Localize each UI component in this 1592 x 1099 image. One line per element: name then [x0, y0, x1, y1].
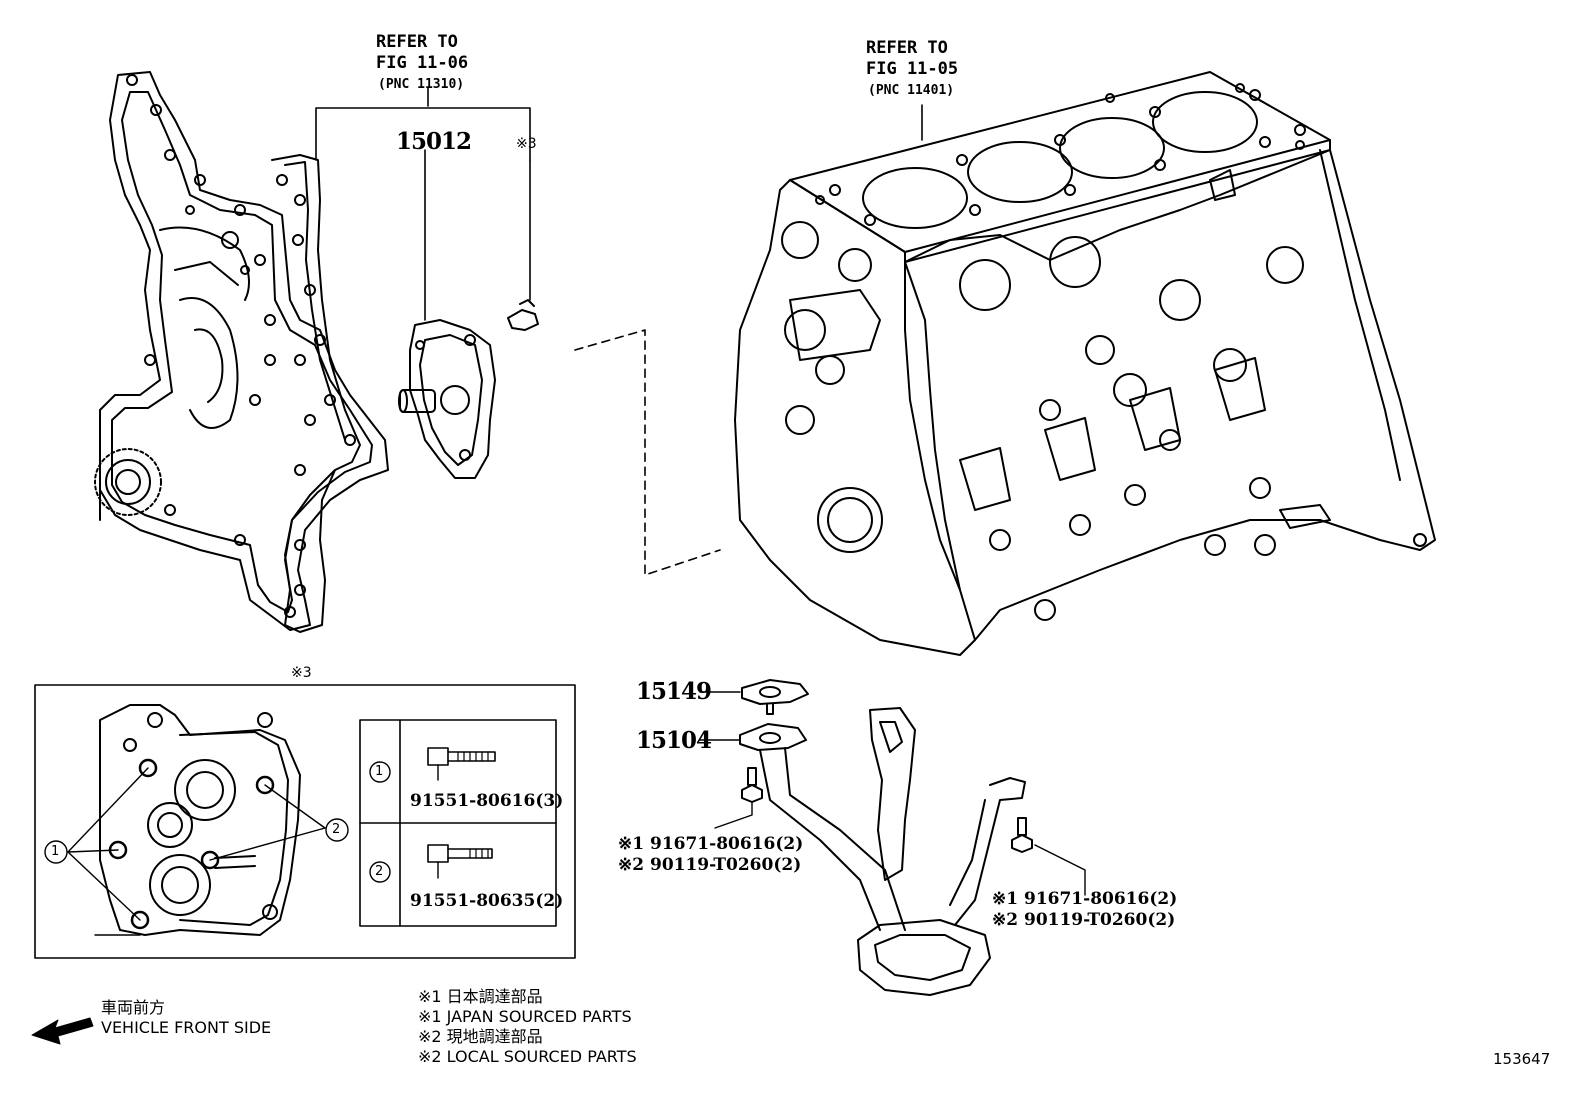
bolts-right-line2[interactable]: ※2 90119-T0260(2) — [992, 910, 1176, 930]
oil-strainer-drawing — [739, 679, 1033, 996]
assembly-dash-line — [574, 329, 721, 576]
callout-2-label: 2 — [332, 822, 341, 837]
refer-left-line2: FIG 11-06 — [376, 53, 469, 73]
refer-left-line3: (PNC 11310) — [378, 77, 465, 92]
table-row1-mark: 1 — [375, 764, 384, 779]
bolts-left-line2[interactable]: ※2 90119-T0260(2) — [618, 855, 802, 875]
table-row2-part[interactable]: 91551-80635(2) — [410, 891, 564, 911]
note1-en: ※1 JAPAN SOURCED PARTS — [418, 1007, 632, 1026]
part-15149-label[interactable]: 15149 — [636, 678, 712, 705]
refer-right-line1: REFER TO — [866, 38, 948, 58]
bolt-drawing — [507, 299, 539, 331]
bolts-right-line1[interactable]: ※1 91671-80616(2) — [992, 889, 1178, 909]
bolt-ref-marker: ※3 — [516, 136, 537, 152]
cylinder-block-drawing — [734, 71, 1436, 656]
front-arrow-icon — [31, 1017, 94, 1045]
bolts-left-line1[interactable]: ※1 91671-80616(2) — [618, 834, 804, 854]
water-pump-drawing — [398, 319, 496, 479]
note2-jp: ※2 現地調達部品 — [418, 1027, 543, 1046]
detail-ref-marker: ※3 — [291, 665, 312, 681]
figure-id: 153647 — [1493, 1050, 1551, 1068]
direction-en: VEHICLE FRONT SIDE — [101, 1018, 272, 1037]
timing-cover-drawing — [94, 71, 389, 633]
refer-right-line2: FIG 11-05 — [866, 59, 959, 79]
table-row1-part[interactable]: 91551-80616(3) — [410, 791, 564, 811]
callout-1-label: 1 — [51, 844, 60, 859]
leader-lines — [315, 87, 531, 321]
part-15104-label[interactable]: 15104 — [636, 727, 712, 754]
note1-jp: ※1 日本調達部品 — [418, 987, 543, 1006]
detail-box — [34, 684, 576, 959]
table-row2-mark: 2 — [375, 864, 384, 879]
part-15012-label[interactable]: 15012 — [396, 128, 472, 155]
note2-en: ※2 LOCAL SOURCED PARTS — [418, 1047, 637, 1066]
refer-right-line3: (PNC 11401) — [868, 83, 955, 98]
direction-jp: 車両前方 — [101, 998, 166, 1017]
refer-left-line1: REFER TO — [376, 32, 458, 52]
strainer-leaders — [699, 691, 1086, 896]
